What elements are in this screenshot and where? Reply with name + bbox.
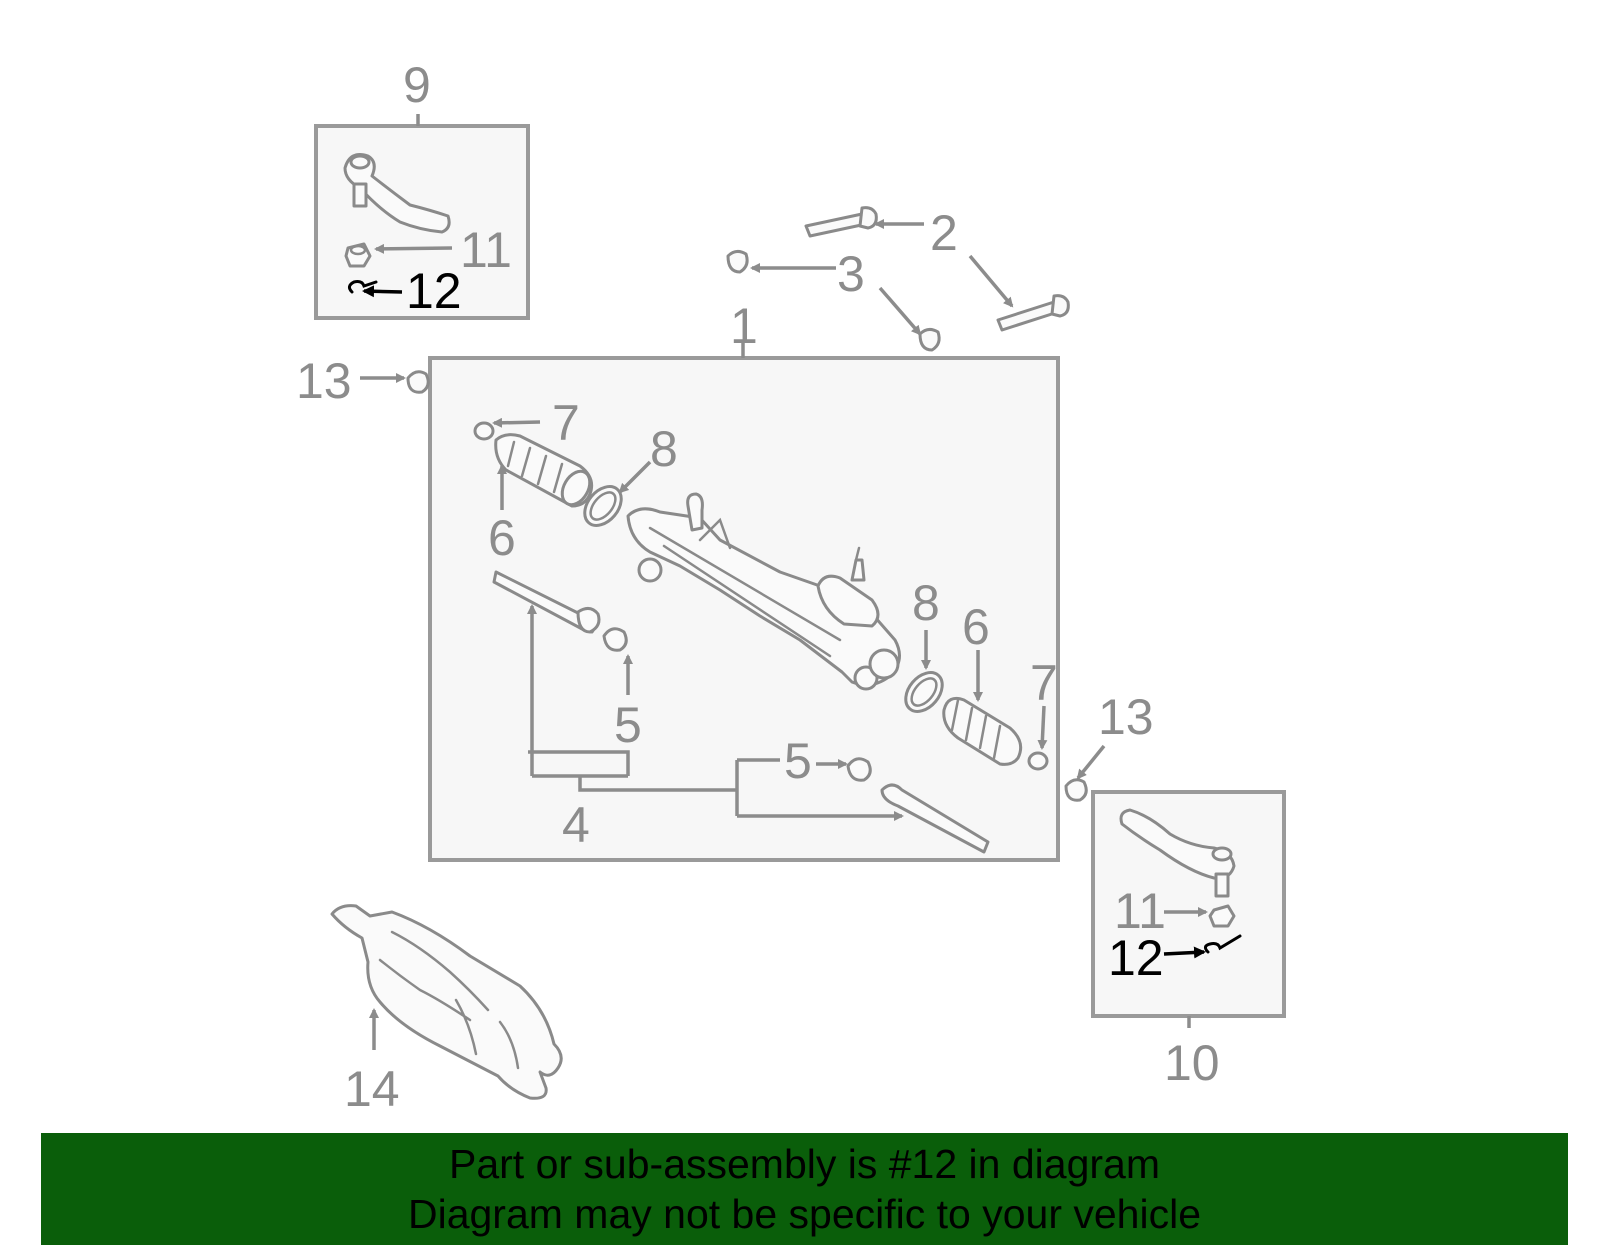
callout-6-right: 6 (962, 599, 990, 655)
callout-3: 3 (837, 246, 865, 302)
nut-13-right (1064, 778, 1088, 802)
nut-11-right (1208, 904, 1236, 928)
clamp-7-left (473, 421, 495, 441)
box-9-tie-rod-end-left (314, 114, 530, 320)
info-banner: Part or sub-assembly is #12 in diagram D… (41, 1133, 1568, 1245)
callout-10: 10 (1164, 1035, 1220, 1091)
dust-shield-14 (330, 904, 563, 1100)
inner-tie-rod-lower (880, 783, 990, 854)
nut-11-left (344, 242, 372, 268)
callout-12-left[interactable]: 12 (406, 263, 462, 319)
callout-13-right: 13 (1098, 689, 1154, 745)
cotter-pin-12-left[interactable] (347, 280, 378, 294)
lock-nut-5-upper (602, 627, 628, 652)
callout-7-left: 7 (552, 395, 580, 451)
callout-8-left: 8 (650, 421, 678, 477)
callout-12-right[interactable]: 12 (1108, 930, 1164, 986)
callout-14: 14 (344, 1061, 400, 1117)
callout-13-left: 13 (296, 353, 352, 409)
rack-housing (626, 492, 901, 691)
lock-nut-5-lower (846, 757, 872, 782)
bolt-2-lower (996, 294, 1070, 332)
callout-11-left: 11 (460, 222, 512, 278)
callout-6-left: 6 (488, 510, 516, 566)
boot-6-left (494, 433, 594, 508)
callout-8-right: 8 (912, 575, 940, 631)
callout-7-right: 7 (1030, 655, 1058, 711)
boot-6-right (942, 696, 1023, 766)
box-10-tie-rod-end-right (1091, 790, 1286, 1028)
banner-disclaimer-line: Diagram may not be specific to your vehi… (407, 1191, 1201, 1237)
callout-4: 4 (562, 797, 590, 853)
callout-5-lower: 5 (784, 733, 812, 789)
ring-8-left (583, 485, 623, 527)
callout-2: 2 (930, 205, 958, 261)
banner-part-line: Part or sub-assembly is #12 in diagram (449, 1141, 1160, 1187)
tie-rod-end-left-illustration (343, 153, 451, 234)
ring-8-right (904, 671, 944, 713)
box-1-steering-gear-assembly (428, 342, 1060, 862)
nut-13-left (406, 370, 430, 394)
bolt-2-upper (804, 206, 878, 238)
inner-tie-rod-upper (492, 570, 601, 634)
tie-rod-end-right-illustration (1119, 808, 1236, 898)
callout-5-upper: 5 (614, 697, 642, 753)
callout-9: 9 (403, 57, 431, 113)
clamp-7-right (1027, 751, 1049, 771)
callout-11-right: 11 (1114, 883, 1166, 939)
nut-3-upper (726, 249, 749, 274)
nut-3-lower (918, 327, 941, 352)
callout-1: 1 (730, 298, 758, 354)
